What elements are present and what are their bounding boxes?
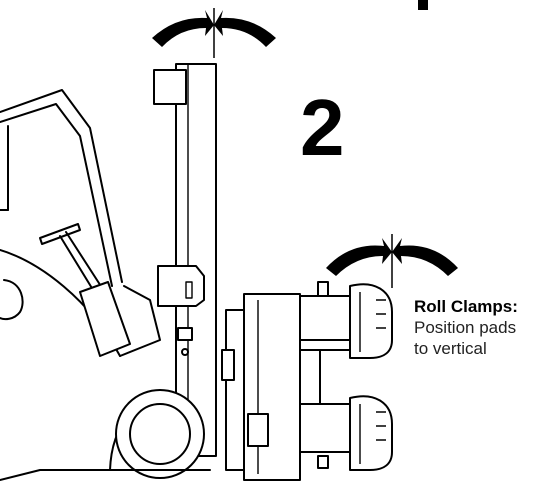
callout-line-1: Position pads: [414, 318, 517, 337]
corner-mark: [418, 0, 428, 10]
mast: [153, 63, 217, 457]
mast-tilt-arrows-icon: [152, 8, 276, 58]
front-wheel: [109, 389, 211, 479]
roll-clamps-callout: Roll Clamps: Position pads to vertical: [414, 296, 518, 359]
upper-clamp-pad: [299, 281, 393, 359]
callout-line-2: to vertical: [414, 339, 487, 358]
clamp-rotate-arrows-icon: [326, 234, 458, 288]
callout-title: Roll Clamps:: [414, 297, 518, 316]
lower-clamp-pad: [247, 395, 393, 471]
step-number: 2: [300, 83, 345, 172]
steering-wheel: [39, 223, 131, 357]
